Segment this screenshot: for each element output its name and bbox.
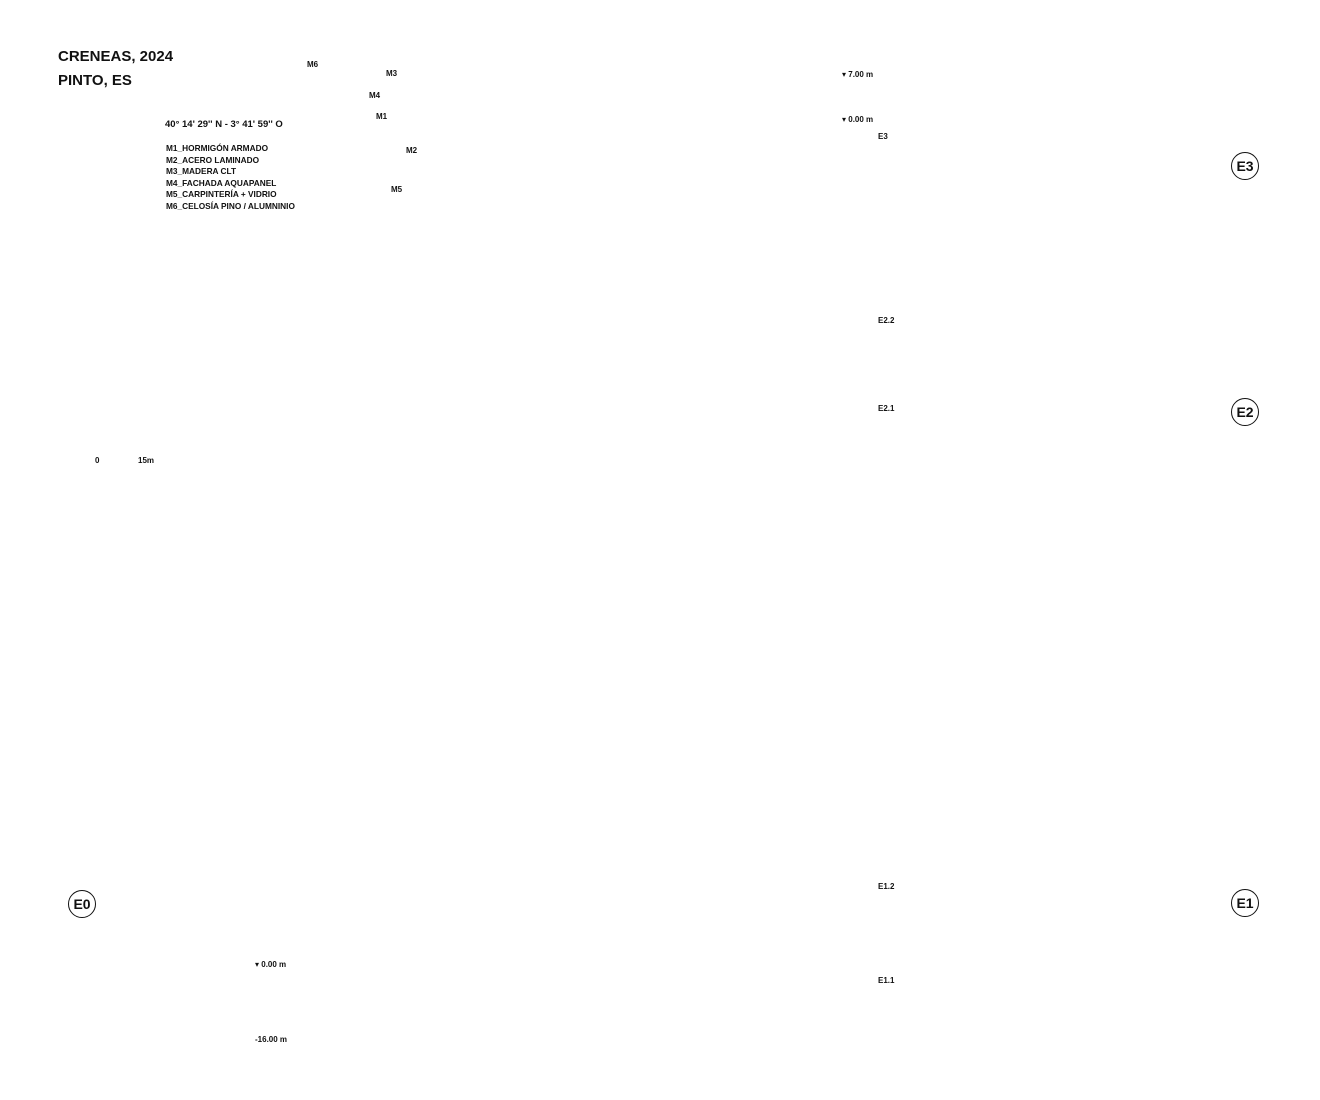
- section-label-e21: E2.1: [878, 404, 895, 413]
- timber-panels: [589, 367, 842, 581]
- scale-start: 0: [95, 456, 100, 465]
- legend-item: M1_HORMIGÓN ARMADO: [166, 143, 269, 153]
- section-label-e11: E1.1: [878, 976, 895, 985]
- legend-item: M6_CELOSÍA PINO / ALUMNINIO: [166, 200, 295, 211]
- section-column: [340, 75, 975, 970]
- legend-item: M3_MADERA CLT: [166, 166, 237, 176]
- stage-badge-e2: E2: [1231, 398, 1259, 426]
- map-marker-label: M1: [376, 112, 388, 121]
- main-ground-slab: [399, 467, 1121, 771]
- section-label-e12: E1.2: [878, 882, 895, 891]
- map-marker-label: M2: [406, 146, 418, 155]
- materials-legend: M1_HORMIGÓN ARMADO M2_ACERO LAMINADO M3_…: [166, 143, 295, 212]
- legend-item: M2_ACERO LAMINADO: [166, 154, 260, 165]
- excavation-bottom-level: -16.00 m: [255, 1035, 288, 1044]
- process-loop: [73, 131, 1254, 1021]
- tree-canopy: [129, 149, 841, 606]
- stage-model-e3: [984, 69, 1241, 286]
- level-ground: ▾ 0.00 m: [842, 115, 874, 124]
- crane: [299, 259, 701, 501]
- stage-badge-e3: E3: [1231, 152, 1259, 180]
- map-marker-label: M3: [386, 69, 398, 78]
- section-label-e3: E3: [878, 132, 888, 141]
- site-coordinates: 40° 14' 29'' N - 3° 41' 59'' O: [165, 119, 283, 130]
- spain-map: [291, 53, 477, 231]
- stage-model-e1: [984, 749, 1226, 1001]
- stage-badge-e1: E1: [1231, 889, 1259, 917]
- excavation-top-level: ▾ 0.00 m: [255, 960, 287, 969]
- excavation-section: [265, 851, 390, 1055]
- legend-item: M4_FACHADA AQUAPANEL: [166, 177, 277, 188]
- facade-panels: [749, 574, 1122, 781]
- north-arrow-icon: [47, 445, 69, 467]
- level-top: ▾ 7.00 m: [842, 70, 874, 79]
- map-marker-label: M6: [307, 60, 319, 69]
- section-label-e22: E2.2: [878, 316, 895, 325]
- foundation-layers: [489, 629, 811, 960]
- e0-site-model: [54, 549, 341, 885]
- project-title: CRENEAS, 2024: [58, 48, 174, 65]
- project-location: PINTO, ES: [58, 72, 132, 89]
- site-plan: [37, 233, 283, 477]
- stage-badge-e0: E0: [68, 890, 96, 918]
- legend-item: M5_CARPINTERÍA + VIDRIO: [166, 189, 277, 199]
- scale-end: 15m: [138, 456, 155, 465]
- map-marker-label: M5: [391, 185, 403, 194]
- map-marker-label: M4: [369, 91, 381, 100]
- truck: [289, 449, 446, 571]
- main-structure: [498, 384, 862, 701]
- stage-model-e2: [984, 309, 1226, 521]
